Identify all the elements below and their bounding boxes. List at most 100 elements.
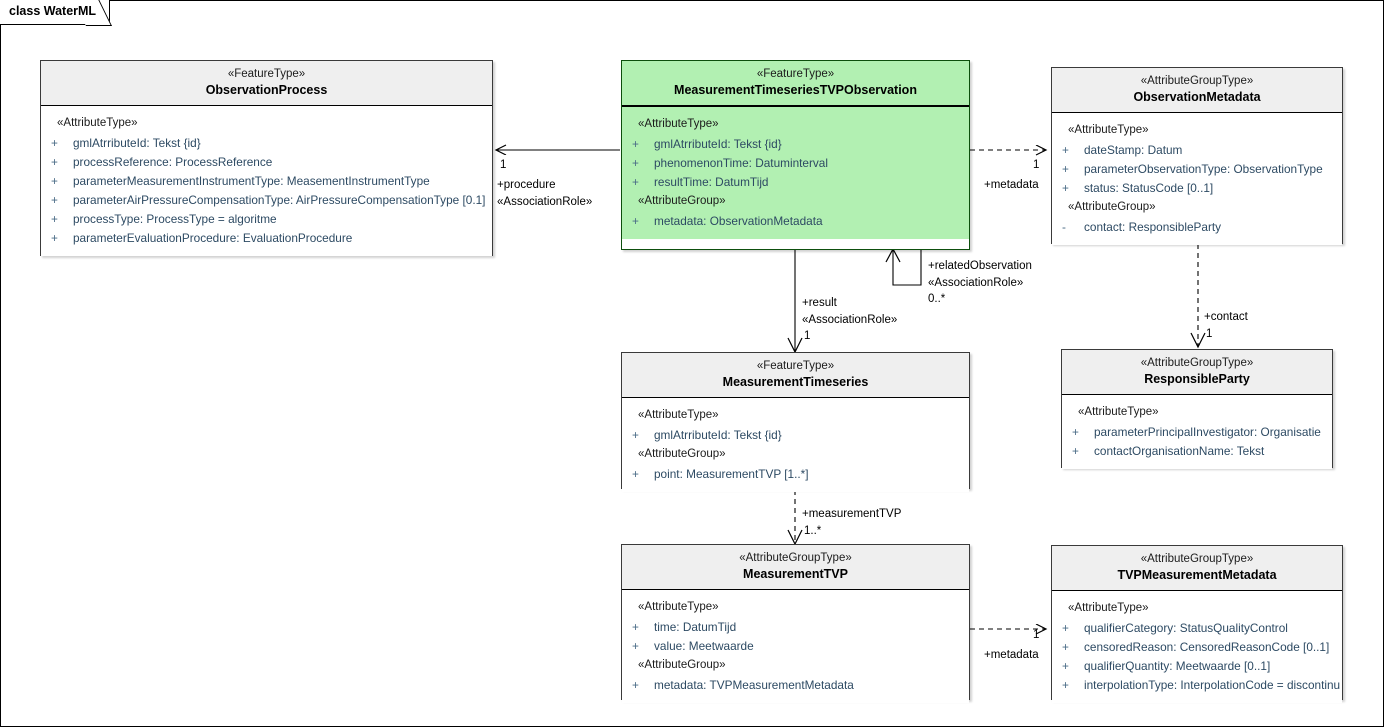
- attribute-row[interactable]: + resultTime: DatumTijd: [622, 173, 969, 192]
- attribute-text: metadata: ObservationMetadata: [654, 214, 823, 228]
- attribute-group-label: «AttributeType»: [1068, 124, 1149, 136]
- attribute-text: phenomenonTime: Datuminterval: [654, 156, 828, 170]
- connector-metadata-tvp-multiplicity: 1: [1033, 629, 1040, 641]
- attribute-group-label: «AttributeType»: [57, 117, 138, 129]
- attribute-row[interactable]: + parameterObservationType: ObservationT…: [1052, 160, 1342, 179]
- connector-metadata-tvp-role: +metadata: [984, 649, 1039, 661]
- attribute-row[interactable]: + contactOrganisationName: Tekst: [1062, 442, 1332, 461]
- visibility-marker: +: [1062, 181, 1069, 195]
- class-tvp-measurement-metadata[interactable]: «AttributeGroupType» TVPMeasurementMetad…: [1051, 545, 1343, 703]
- class-name: MeasurementTimeseries: [722, 375, 869, 389]
- connector-related-observation-stereotype: «AssociationRole»: [928, 277, 1024, 289]
- class-measurement-timeseries[interactable]: «FeatureType» MeasurementTimeseries «Att…: [621, 352, 970, 492]
- attribute-text: status: StatusCode [0..1]: [1084, 181, 1214, 195]
- class-name: TVPMeasurementMetadata: [1117, 568, 1277, 582]
- visibility-marker: +: [632, 137, 639, 151]
- attribute-text: gmlAtrributeId: Tekst {id}: [654, 137, 782, 151]
- visibility-marker: +: [51, 136, 58, 150]
- attribute-row[interactable]: + censoredReason: CensoredReasonCode [0.…: [1052, 638, 1342, 657]
- class-stereotype: «AttributeGroupType»: [1140, 553, 1254, 565]
- class-name: MeasurementTVP: [743, 567, 848, 581]
- attribute-text: parameterObservationType: ObservationTyp…: [1084, 162, 1323, 176]
- class-header: «FeatureType» MeasurementTimeseriesTVPOb…: [622, 61, 969, 107]
- connector-contact-multiplicity: 1: [1206, 328, 1213, 340]
- class-header: «FeatureType» ObservationProcess: [41, 61, 492, 106]
- visibility-marker: +: [1062, 659, 1069, 673]
- attribute-row[interactable]: + parameterAirPressureCompensationType: …: [41, 191, 492, 210]
- attribute-row[interactable]: + dateStamp: Datum: [1052, 141, 1342, 160]
- attribute-row[interactable]: + gmlAtrributeId: Tekst {id}: [622, 135, 969, 154]
- class-header: «AttributeGroupType» ResponsibleParty: [1062, 350, 1332, 395]
- class-body: «AttributeType» + parameterPrincipalInve…: [1062, 395, 1332, 469]
- attribute-row[interactable]: + status: StatusCode [0..1]: [1052, 179, 1342, 198]
- connector-contact: [1190, 244, 1206, 349]
- attribute-row[interactable]: + processType: ProcessType = algoritme: [41, 210, 492, 229]
- attribute-row[interactable]: + qualifierCategory: StatusQualityContro…: [1052, 619, 1342, 638]
- class-observation-metadata[interactable]: «AttributeGroupType» ObservationMetadata…: [1051, 67, 1343, 245]
- class-observation-process[interactable]: «FeatureType» ObservationProcess «Attrib…: [40, 60, 493, 256]
- class-body: «AttributeType» + time: DatumTijd + valu…: [622, 590, 969, 703]
- attribute-text: parameterMeasurementInstrumentType: Meas…: [73, 174, 430, 188]
- visibility-marker: +: [1062, 678, 1069, 692]
- class-stereotype: «AttributeGroupType»: [739, 552, 852, 564]
- attribute-row[interactable]: + phenomenonTime: Datuminterval: [622, 154, 969, 173]
- attribute-row[interactable]: + processReference: ProcessReference: [41, 153, 492, 172]
- attribute-text: dateStamp: Datum: [1084, 143, 1183, 157]
- attribute-group-label: «AttributeType»: [1068, 602, 1149, 614]
- attribute-group-label: «AttributeGroup»: [638, 448, 726, 460]
- attribute-row[interactable]: - contact: ResponsibleParty: [1052, 218, 1342, 237]
- connector-measurement-tvp: [787, 490, 803, 546]
- visibility-marker: +: [632, 678, 639, 692]
- attribute-row[interactable]: + parameterEvaluationProcedure: Evaluati…: [41, 229, 492, 248]
- attribute-row[interactable]: + metadata: TVPMeasurementMetadata: [622, 676, 969, 695]
- visibility-marker: +: [632, 639, 639, 653]
- visibility-marker: +: [51, 212, 58, 226]
- attribute-text: parameterPrincipalInvestigator: Organisa…: [1094, 425, 1321, 439]
- attribute-row[interactable]: + metadata: ObservationMetadata: [622, 212, 969, 231]
- visibility-marker: +: [1062, 621, 1069, 635]
- attribute-row[interactable]: + qualifierQuantity: Meetwaarde [0..1]: [1052, 657, 1342, 676]
- attribute-row[interactable]: + gmlAtrributeId: Tekst {id}: [41, 134, 492, 153]
- class-name: MeasurementTimeseriesTVPObservation: [674, 83, 917, 97]
- visibility-marker: +: [632, 620, 639, 634]
- attribute-group-label: «AttributeType»: [1078, 406, 1159, 418]
- attribute-row[interactable]: + gmlAtrributeId: Tekst {id}: [622, 426, 969, 445]
- visibility-marker: +: [1072, 444, 1079, 458]
- class-stereotype: «FeatureType»: [756, 68, 835, 80]
- class-measurement-timeseries-tvp-observation[interactable]: «FeatureType» MeasurementTimeseriesTVPOb…: [621, 60, 970, 250]
- attribute-text: parameterEvaluationProcedure: Evaluation…: [73, 231, 353, 245]
- connector-result-stereotype: «AssociationRole»: [802, 314, 898, 326]
- diagram-title: class WaterML: [9, 4, 97, 18]
- visibility-marker: +: [1062, 143, 1069, 157]
- attribute-text: contactOrganisationName: Tekst: [1094, 444, 1265, 458]
- attribute-row[interactable]: + parameterMeasurementInstrumentType: Me…: [41, 172, 492, 191]
- connector-related-observation-role: +relatedObservation: [928, 260, 1032, 272]
- attribute-row[interactable]: + value: Meetwaarde: [622, 637, 969, 656]
- attribute-text: gmlAtrributeId: Tekst {id}: [654, 428, 782, 442]
- connector-metadata-observation-multiplicity: 1: [1033, 159, 1040, 171]
- class-measurement-tvp[interactable]: «AttributeGroupType» MeasurementTVP «Att…: [621, 544, 970, 703]
- connector-procedure-stereotype: «AssociationRole»: [497, 196, 593, 208]
- attribute-row[interactable]: + interpolationType: InterpolationCode =…: [1052, 676, 1342, 695]
- class-stereotype: «AttributeGroupType»: [1140, 357, 1254, 369]
- class-responsible-party[interactable]: «AttributeGroupType» ResponsibleParty «A…: [1061, 349, 1333, 469]
- class-stereotype: «FeatureType»: [227, 68, 306, 80]
- attribute-row[interactable]: + parameterPrincipalInvestigator: Organi…: [1062, 423, 1332, 442]
- class-body: «AttributeType» + dateStamp: Datum + par…: [1052, 113, 1342, 245]
- visibility-marker: +: [632, 428, 639, 442]
- attribute-text: value: Meetwaarde: [654, 639, 754, 653]
- visibility-marker: +: [1062, 162, 1069, 176]
- visibility-marker: +: [51, 174, 58, 188]
- attribute-row[interactable]: + time: DatumTijd: [622, 618, 969, 637]
- connector-measurement-tvp-multiplicity: 1..*: [804, 525, 822, 537]
- connector-measurement-tvp-role: +measurementTVP: [802, 508, 902, 520]
- attribute-text: contact: ResponsibleParty: [1084, 220, 1222, 234]
- attribute-text: processReference: ProcessReference: [73, 155, 273, 169]
- attribute-group-label: «AttributeType»: [638, 118, 719, 130]
- attribute-row[interactable]: + point: MeasurementTVP [1..*]: [622, 465, 969, 484]
- visibility-marker: +: [632, 467, 639, 481]
- connector-related-observation: [885, 247, 922, 286]
- connector-result-role: +result: [802, 297, 837, 309]
- connector-procedure-role: +procedure: [497, 179, 556, 191]
